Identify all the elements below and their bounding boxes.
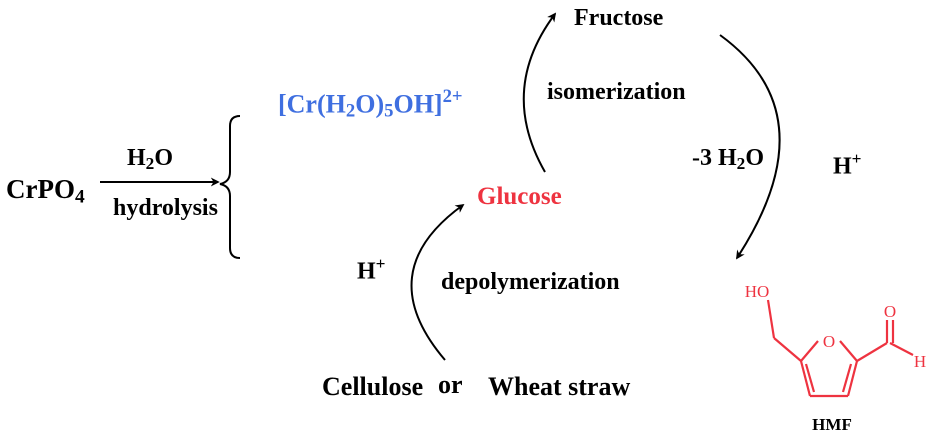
dehydration-prefix: -3 H: [692, 145, 737, 171]
acid-catalyst-right: H+: [833, 150, 862, 179]
hmf-label: HMF: [812, 415, 852, 434]
acid-left-h: H: [357, 258, 376, 285]
hmf-aldehyde-hydrogen: H: [914, 352, 926, 371]
acid-catalyst-left: H+: [357, 255, 386, 284]
complex-charge: 2+: [442, 86, 463, 107]
reagent-o: O: [154, 145, 173, 171]
complex-part-3: OH]: [393, 89, 443, 119]
hydrolysis-reagent: H2O: [127, 146, 173, 172]
complex-part-2: O): [355, 89, 385, 119]
dehydration-sub: 2: [736, 153, 746, 173]
isomerization-arrow: [522, 12, 557, 173]
reactant-name: CrPO: [6, 174, 75, 204]
dehydration-arrow: [719, 34, 781, 260]
reactant-subscript: 4: [74, 186, 85, 208]
acid-left-plus: +: [375, 254, 386, 273]
hmf-ho-atom: HO: [745, 282, 770, 301]
wheat-straw-label: Wheat straw: [488, 372, 631, 401]
hmf-structure: [766, 299, 914, 398]
reactant-label: CrPO4: [6, 176, 85, 207]
hmf-carbonyl-oxygen: O: [884, 302, 896, 321]
or-label: or: [438, 370, 463, 399]
reagent-sub: 2: [145, 153, 155, 173]
depolymerization-label: depolymerization: [441, 269, 620, 295]
isomerization-label: isomerization: [547, 79, 686, 105]
hydrolysis-label: hydrolysis: [113, 195, 218, 221]
dehydration-label: -3 H2O: [692, 146, 764, 172]
glucose-label: Glucose: [477, 183, 562, 210]
chromium-complex: [Cr(H2O)5OH]2+: [278, 86, 463, 122]
fructose-label: Fructose: [574, 5, 664, 31]
cellulose-label: Cellulose: [322, 372, 424, 401]
complex-sub-1: 2: [345, 100, 356, 122]
depolymerization-arrow: [410, 203, 465, 361]
complex-part-1: [Cr(H: [278, 89, 346, 119]
acid-right-h: H: [833, 153, 852, 180]
hmf-ring-oxygen: O: [823, 332, 835, 351]
complex-sub-2: 5: [384, 100, 394, 122]
reagent-h: H: [127, 145, 146, 171]
dehydration-tail: O: [745, 145, 764, 171]
product-bracket: [219, 115, 241, 259]
acid-right-plus: +: [851, 149, 862, 168]
